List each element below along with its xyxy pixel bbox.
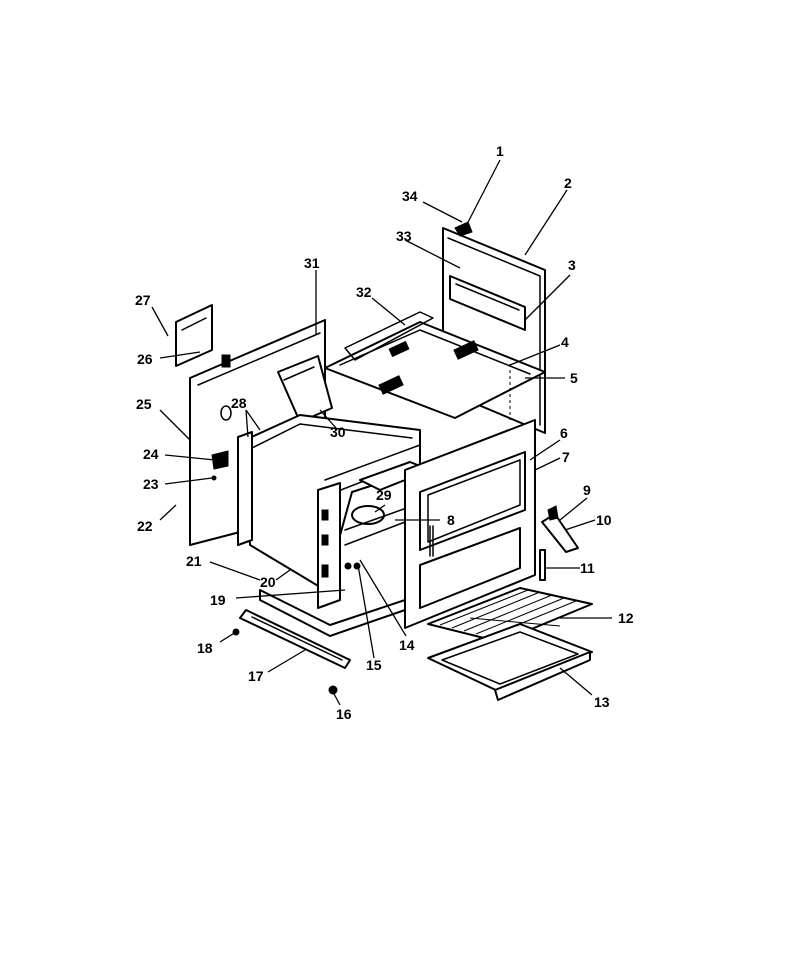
callout-labels: 1 2 3 4 5 6 7 8 9 10 11 12 13 14 15 16 1…	[135, 143, 634, 722]
callout-33: 33	[396, 228, 412, 244]
rear-bracket	[175, 304, 231, 368]
oven-rack	[427, 587, 593, 643]
callout-11: 11	[580, 560, 595, 576]
callout-3: 3	[568, 257, 576, 273]
callout-2: 2	[564, 175, 572, 191]
callout-25: 25	[136, 396, 152, 412]
callout-17: 17	[248, 668, 264, 684]
broiler-pan	[427, 623, 593, 701]
callout-34: 34	[402, 188, 418, 204]
front-frame	[404, 364, 536, 629]
callout-4: 4	[561, 334, 569, 350]
top-frame	[324, 311, 546, 419]
callout-24: 24	[143, 446, 159, 462]
callout-26: 26	[137, 351, 153, 367]
callout-23: 23	[143, 476, 159, 492]
callout-13: 13	[594, 694, 610, 710]
callout-14: 14	[399, 637, 415, 653]
callout-29: 29	[376, 487, 392, 503]
callout-12: 12	[618, 610, 634, 626]
leader-lines	[151, 159, 612, 706]
callout-6: 6	[560, 425, 568, 441]
callout-10: 10	[596, 512, 612, 528]
callout-30: 30	[330, 424, 346, 440]
kick-panel	[232, 609, 351, 695]
callout-20: 20	[260, 574, 276, 590]
callout-19: 19	[210, 592, 226, 608]
callout-5: 5	[570, 370, 578, 386]
callout-8: 8	[447, 512, 455, 528]
vent-duct	[277, 355, 333, 423]
callout-1: 1	[496, 143, 504, 159]
callout-15: 15	[366, 657, 382, 673]
callout-32: 32	[356, 284, 372, 300]
callout-7: 7	[562, 449, 570, 465]
callout-16: 16	[336, 706, 352, 722]
callout-27: 27	[135, 292, 151, 308]
callout-18: 18	[197, 640, 213, 656]
callout-21: 21	[186, 553, 202, 569]
callout-28: 28	[231, 395, 247, 411]
callout-9: 9	[583, 482, 591, 498]
callout-22: 22	[137, 518, 153, 534]
door-hinge	[539, 505, 579, 581]
callout-31: 31	[304, 255, 320, 271]
